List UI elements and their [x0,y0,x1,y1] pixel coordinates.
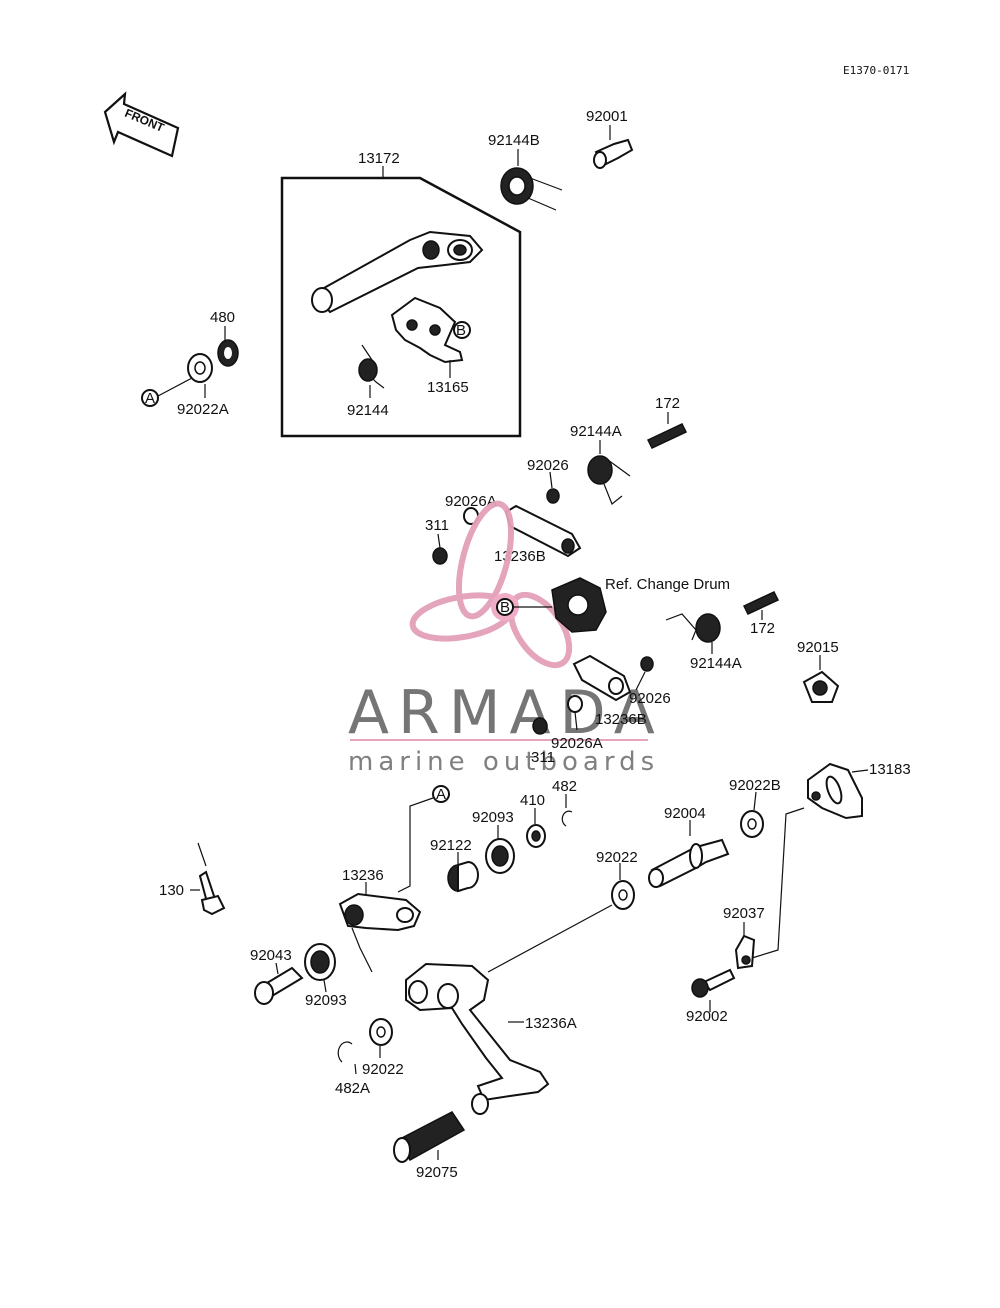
bolt-92001 [593,138,634,169]
label-172-top: 172 [655,395,680,412]
label-92144B: 92144B [488,132,540,149]
label-92144A-top: 92144A [570,423,622,440]
svg-text:B: B [500,599,510,616]
ref-change-drum: Ref. Change Drum [605,576,730,593]
label-13183: 13183 [869,761,911,778]
shift-pedal-13236A [405,962,550,1115]
watermark: ARMADA marine outboards [348,500,659,777]
assembly-frame [280,176,522,438]
bolt-130 [198,870,226,916]
bracket-13183 [807,762,863,820]
label-172-mid: 172 [750,620,775,637]
washer-92026-mid [640,656,654,672]
label-92144A-mid: 92144A [690,655,742,672]
marker-b-frame [453,321,471,339]
spring-92144A-top [587,455,631,505]
label-13236B-mid: 13236B [595,711,647,728]
label-13236A: 13236A [525,1015,577,1032]
shift-shaft [311,230,484,314]
label-92043: 92043 [250,947,292,964]
pin-172-top [646,423,688,449]
label-13236B-top: 13236B [494,548,546,565]
label-92022A: 92022A [177,401,229,418]
watermark-tagline: marine outboards [348,747,659,777]
pin-172-mid [742,591,780,615]
diagram-code: E1370-0171 [843,64,909,77]
label-92026-top: 92026 [527,457,569,474]
label-92093-top: 92093 [472,809,514,826]
clip-482A [337,1041,353,1063]
front-arrow: FRONT [103,91,180,158]
label-92015: 92015 [797,639,839,656]
arm-13236B-top [504,504,582,558]
label-92093-bottom: 92093 [305,992,347,1009]
marker-a-right [432,785,450,803]
label-13236: 13236 [342,867,384,884]
marker-b-frame-text: B [456,322,466,339]
label-480: 480 [210,309,235,326]
plate-13165 [390,296,464,364]
spring-92144B [500,167,563,211]
label-482A: 482A [335,1080,370,1097]
label-92026-mid: 92026 [629,690,671,707]
svg-text:A: A [436,786,446,803]
svg-text:A: A [145,390,155,407]
label-92022-bottom: 92022 [362,1061,404,1078]
spring-92144A-mid [665,613,721,643]
washer-92026A-mid [567,695,583,713]
collar-92122 [447,860,479,893]
label-482: 482 [552,778,577,795]
marker-a-left [141,389,159,407]
label-13165: 13165 [427,379,469,396]
label-92022B: 92022B [729,777,781,794]
spring-92144 [358,344,385,389]
label-92004: 92004 [664,805,706,822]
arm-13236B-mid [572,654,632,702]
label-311-top: 311 [425,517,449,534]
clip-482 [561,810,573,827]
label-92022-mid: 92022 [596,849,638,866]
label-92026A-top: 92026A [445,493,497,510]
label-92037: 92037 [723,905,765,922]
washer-92026-top [546,488,560,504]
label-92144: 92144 [347,402,389,419]
label-92001: 92001 [586,108,628,125]
label-92026A-mid: 92026A [551,735,603,752]
label-410: 410 [520,792,545,809]
bolt-92002 [691,968,736,998]
bolt-92043 [254,966,304,1005]
label-13172: 13172 [358,150,400,167]
label-311-mid: 311 [531,749,555,766]
label-92075: 92075 [416,1164,458,1181]
nut-311-mid [532,717,548,735]
change-drum-pin-plate [551,577,607,633]
label-92002: 92002 [686,1008,728,1025]
label-130: 130 [159,882,184,899]
pedal-rubber-92075 [393,1111,466,1163]
pivot-bolt-92004 [648,838,730,888]
label-92122: 92122 [430,837,472,854]
clamp-92037 [734,934,756,970]
lever-13236 [338,892,422,932]
nut-311-top [432,547,448,565]
